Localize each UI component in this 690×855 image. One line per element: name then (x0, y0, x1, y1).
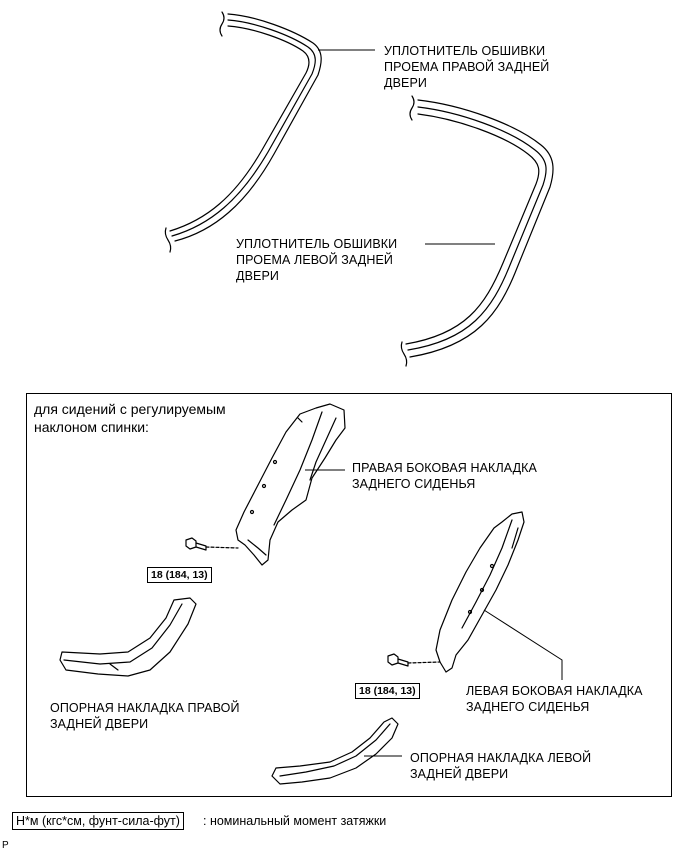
figure-code: P (2, 840, 9, 851)
left-bolt-drawing (387, 653, 441, 667)
label-left-door-scuff-plate: ОПОРНАЯ НАКЛАДКА ЛЕВОЙ ЗАДНЕЙ ДВЕРИ (410, 751, 592, 781)
label-left-door-weatherstrip: УПЛОТНИТЕЛЬ ОБШИВКИ ПРОЕМА ЛЕВОЙ ЗАДНЕЙ … (236, 237, 398, 283)
right-door-scuff-plate-drawing (59, 597, 197, 677)
right-seat-side-garnish-drawing (235, 403, 346, 566)
leader-left-seat-side-garnish (483, 609, 563, 680)
left-door-scuff-plate-drawing (271, 717, 399, 785)
inset-panel (26, 393, 672, 797)
right-bolt-drawing (185, 537, 239, 551)
torque-legend-box: Н*м (кгс*см, фунт-сила-фут) (12, 812, 184, 830)
torque-spec-right: 18 (184, 13) (147, 567, 212, 583)
label-right-door-scuff-plate: ОПОРНАЯ НАКЛАДКА ПРАВОЙ ЗАДНЕЙ ДВЕРИ (50, 701, 240, 731)
label-right-door-weatherstrip: УПЛОТНИТЕЛЬ ОБШИВКИ ПРОЕМА ПРАВОЙ ЗАДНЕЙ… (384, 44, 550, 90)
torque-legend-text: : номинальный момент затяжки (203, 814, 387, 828)
label-right-seat-side-garnish: ПРАВАЯ БОКОВАЯ НАКЛАДКА ЗАДНЕГО СИДЕНЬЯ (352, 461, 537, 491)
label-left-seat-side-garnish: ЛЕВАЯ БОКОВАЯ НАКЛАДКА ЗАДНЕГО СИДЕНЬЯ (466, 684, 643, 714)
left-door-weatherstrip-drawing (400, 95, 554, 367)
left-seat-side-garnish-drawing (435, 511, 525, 673)
torque-spec-left: 18 (184, 13) (355, 683, 420, 699)
right-door-weatherstrip-drawing (164, 11, 322, 253)
inset-title: для сидений с регулируемым наклоном спин… (34, 401, 226, 435)
